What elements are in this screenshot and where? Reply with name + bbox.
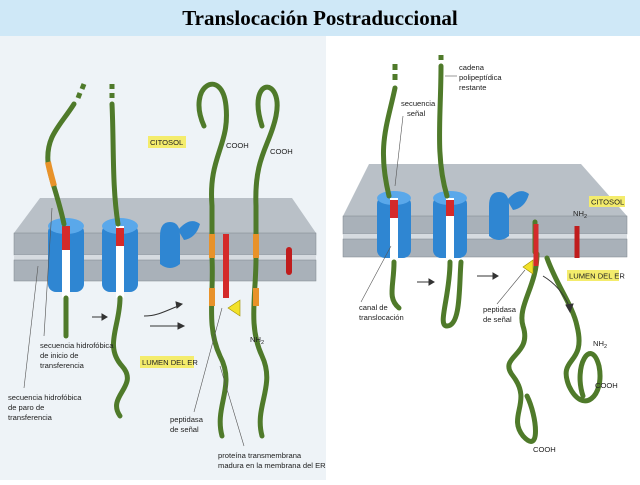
- left-label-seq-inicio: secuencia hidrofóbica de inicio de trans…: [40, 341, 116, 370]
- slide-title: Translocación Postraduccional: [182, 5, 458, 30]
- right-chain-dashes: [392, 55, 444, 80]
- right-signal-peptidase-icon: [522, 259, 534, 275]
- left-diagram: CITOSOL LUMEN DEL ER COOH COOH NH2 secue…: [8, 81, 326, 470]
- right-citosol-tag: [589, 196, 625, 207]
- left-signal-peptidase-icon: [227, 299, 241, 317]
- left-nh2: NH2: [250, 335, 264, 346]
- right-lumen-label: LUMEN DEL ER: [569, 272, 625, 281]
- left-hydrophobic-segments: [45, 161, 259, 306]
- left-label-seq-paro: secuencia hidrofóbica de paro de transfe…: [8, 393, 84, 422]
- left-er-membrane: [13, 198, 317, 282]
- right-cooh-1: COOH: [595, 381, 618, 390]
- right-label-secuencia: secuencia señal: [401, 99, 437, 118]
- left-diagram-panel: CITOSOL LUMEN DEL ER COOH COOH NH2 secue…: [0, 36, 326, 480]
- left-arrows: [92, 301, 186, 330]
- right-citosol-label: CITOSOL: [591, 198, 624, 207]
- right-leader-lines: [360, 75, 526, 305]
- title-bar: Translocación Postraduccional: [0, 0, 640, 36]
- right-diagram-panel: CITOSOL LUMEN DEL ER NH2 NH2 COOH COOH c…: [337, 36, 640, 480]
- right-nh2-bottom: NH2: [593, 339, 607, 350]
- left-label-proteina: proteína transmembrana madura en la memb…: [218, 451, 326, 470]
- left-cooh-1: COOH: [226, 141, 249, 150]
- left-translocon-1: [48, 218, 84, 298]
- right-arrows: [417, 272, 574, 314]
- left-polypeptide-chains: [45, 81, 292, 439]
- left-citosol-tag: [148, 136, 186, 148]
- left-lumen-label: LUMEN DEL ER: [142, 358, 198, 367]
- right-er-membrane: [342, 164, 628, 258]
- right-cooh-2: COOH: [533, 445, 556, 454]
- left-lumen-tag: [140, 356, 194, 368]
- left-label-peptidasa: peptidasa de señal: [170, 415, 205, 434]
- right-translocon-2: [433, 191, 467, 262]
- right-label-peptidasa: peptidasa de señal: [483, 305, 518, 324]
- right-lumen-tag: [567, 270, 619, 281]
- left-translocon-3-open: [160, 221, 200, 268]
- right-signal-segments: [533, 224, 580, 266]
- left-leader-lines: [23, 207, 245, 447]
- right-translocon-1: [377, 191, 411, 262]
- left-translocon-2: [102, 218, 138, 298]
- left-citosol-label: CITOSOL: [150, 138, 183, 147]
- right-diagram: CITOSOL LUMEN DEL ER NH2 NH2 COOH COOH c…: [342, 55, 628, 454]
- right-nh2-top: NH2: [573, 209, 587, 220]
- left-cooh-2: COOH: [270, 147, 293, 156]
- right-translocon-3-open: [489, 191, 529, 240]
- right-label-canal: canal de translocación: [359, 303, 404, 322]
- right-label-cadena: cadena polipeptídica restante: [459, 63, 504, 92]
- left-chain-dashes: [75, 83, 115, 99]
